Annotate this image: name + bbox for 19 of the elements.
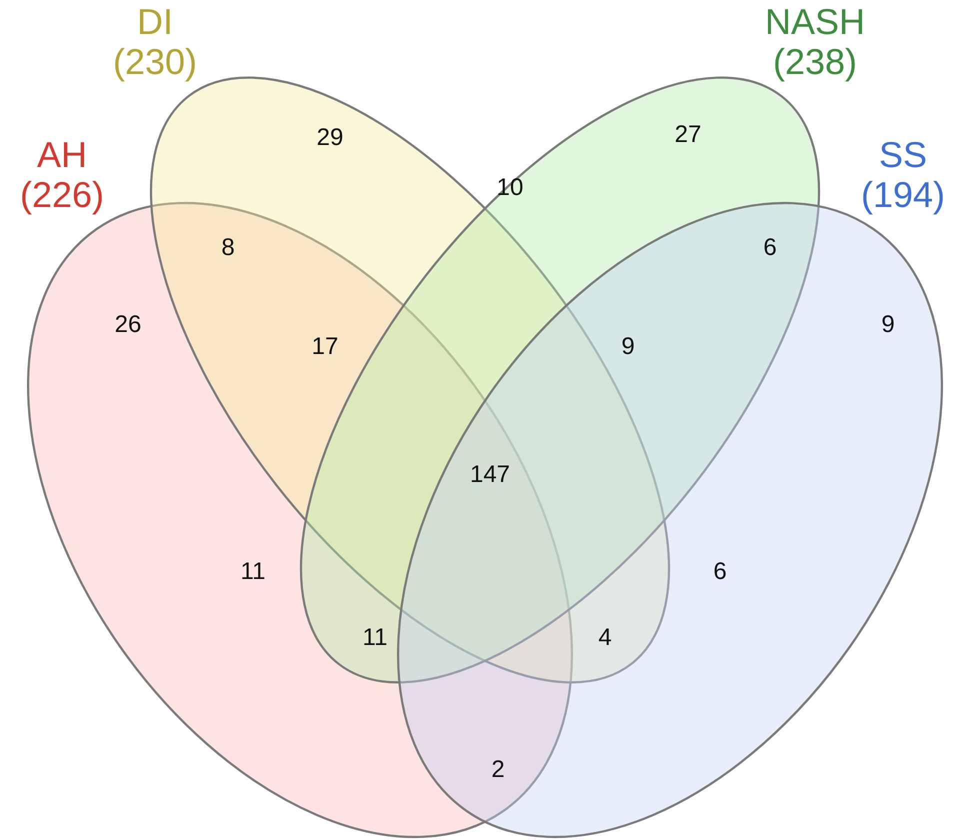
set-label: SS (194)	[860, 135, 946, 215]
set-label: AH (226)	[18, 135, 106, 215]
region-count: 6	[713, 558, 727, 586]
region-count: 29	[316, 124, 344, 152]
region-count: 17	[312, 333, 338, 361]
region-count: 147	[470, 461, 510, 489]
region-count: 8	[221, 234, 235, 262]
region-count: 9	[881, 311, 895, 339]
region-count: 9	[621, 333, 635, 361]
region-count: 4	[598, 624, 612, 652]
region-count: 11	[240, 558, 266, 586]
region-count: 6	[763, 234, 777, 262]
set-label: DI (230)	[112, 2, 198, 82]
region-count: 26	[114, 311, 142, 339]
region-count: 11	[362, 624, 388, 652]
region-count: 10	[496, 174, 524, 202]
region-count: 27	[674, 121, 702, 149]
region-count: 2	[491, 756, 505, 784]
set-label: NASH (238)	[764, 2, 866, 82]
